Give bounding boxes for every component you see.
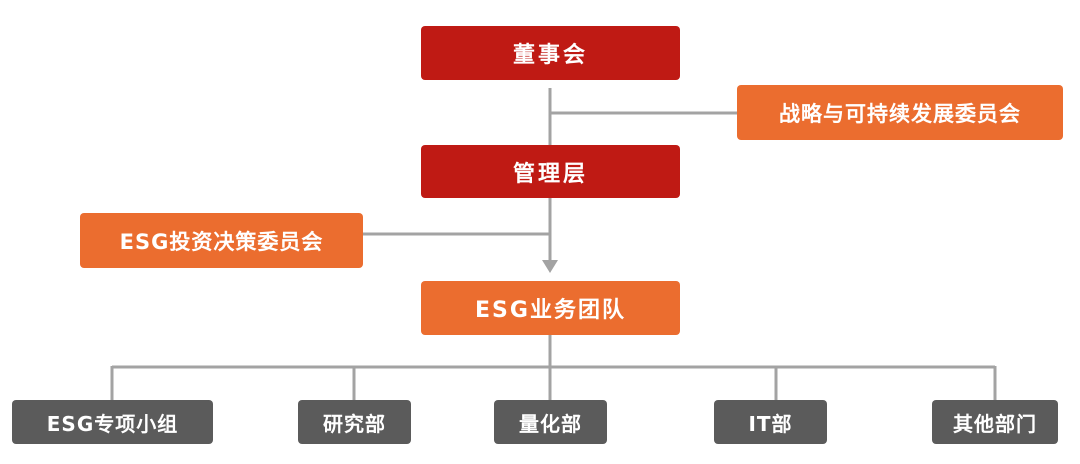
node-department: 量化部 [494, 400, 607, 444]
node-esg-team: ESG业务团队 [421, 281, 680, 335]
node-department: ESG专项小组 [12, 400, 213, 444]
arrow-head [542, 260, 558, 273]
node-board: 董事会 [421, 26, 680, 80]
node-department: IT部 [714, 400, 827, 444]
node-management: 管理层 [421, 145, 680, 198]
node-esg-investment-committee: ESG投资决策委员会 [80, 213, 363, 268]
node-strategy-committee: 战略与可持续发展委员会 [737, 85, 1063, 140]
node-department: 研究部 [298, 400, 411, 444]
node-department: 其他部门 [932, 400, 1058, 444]
